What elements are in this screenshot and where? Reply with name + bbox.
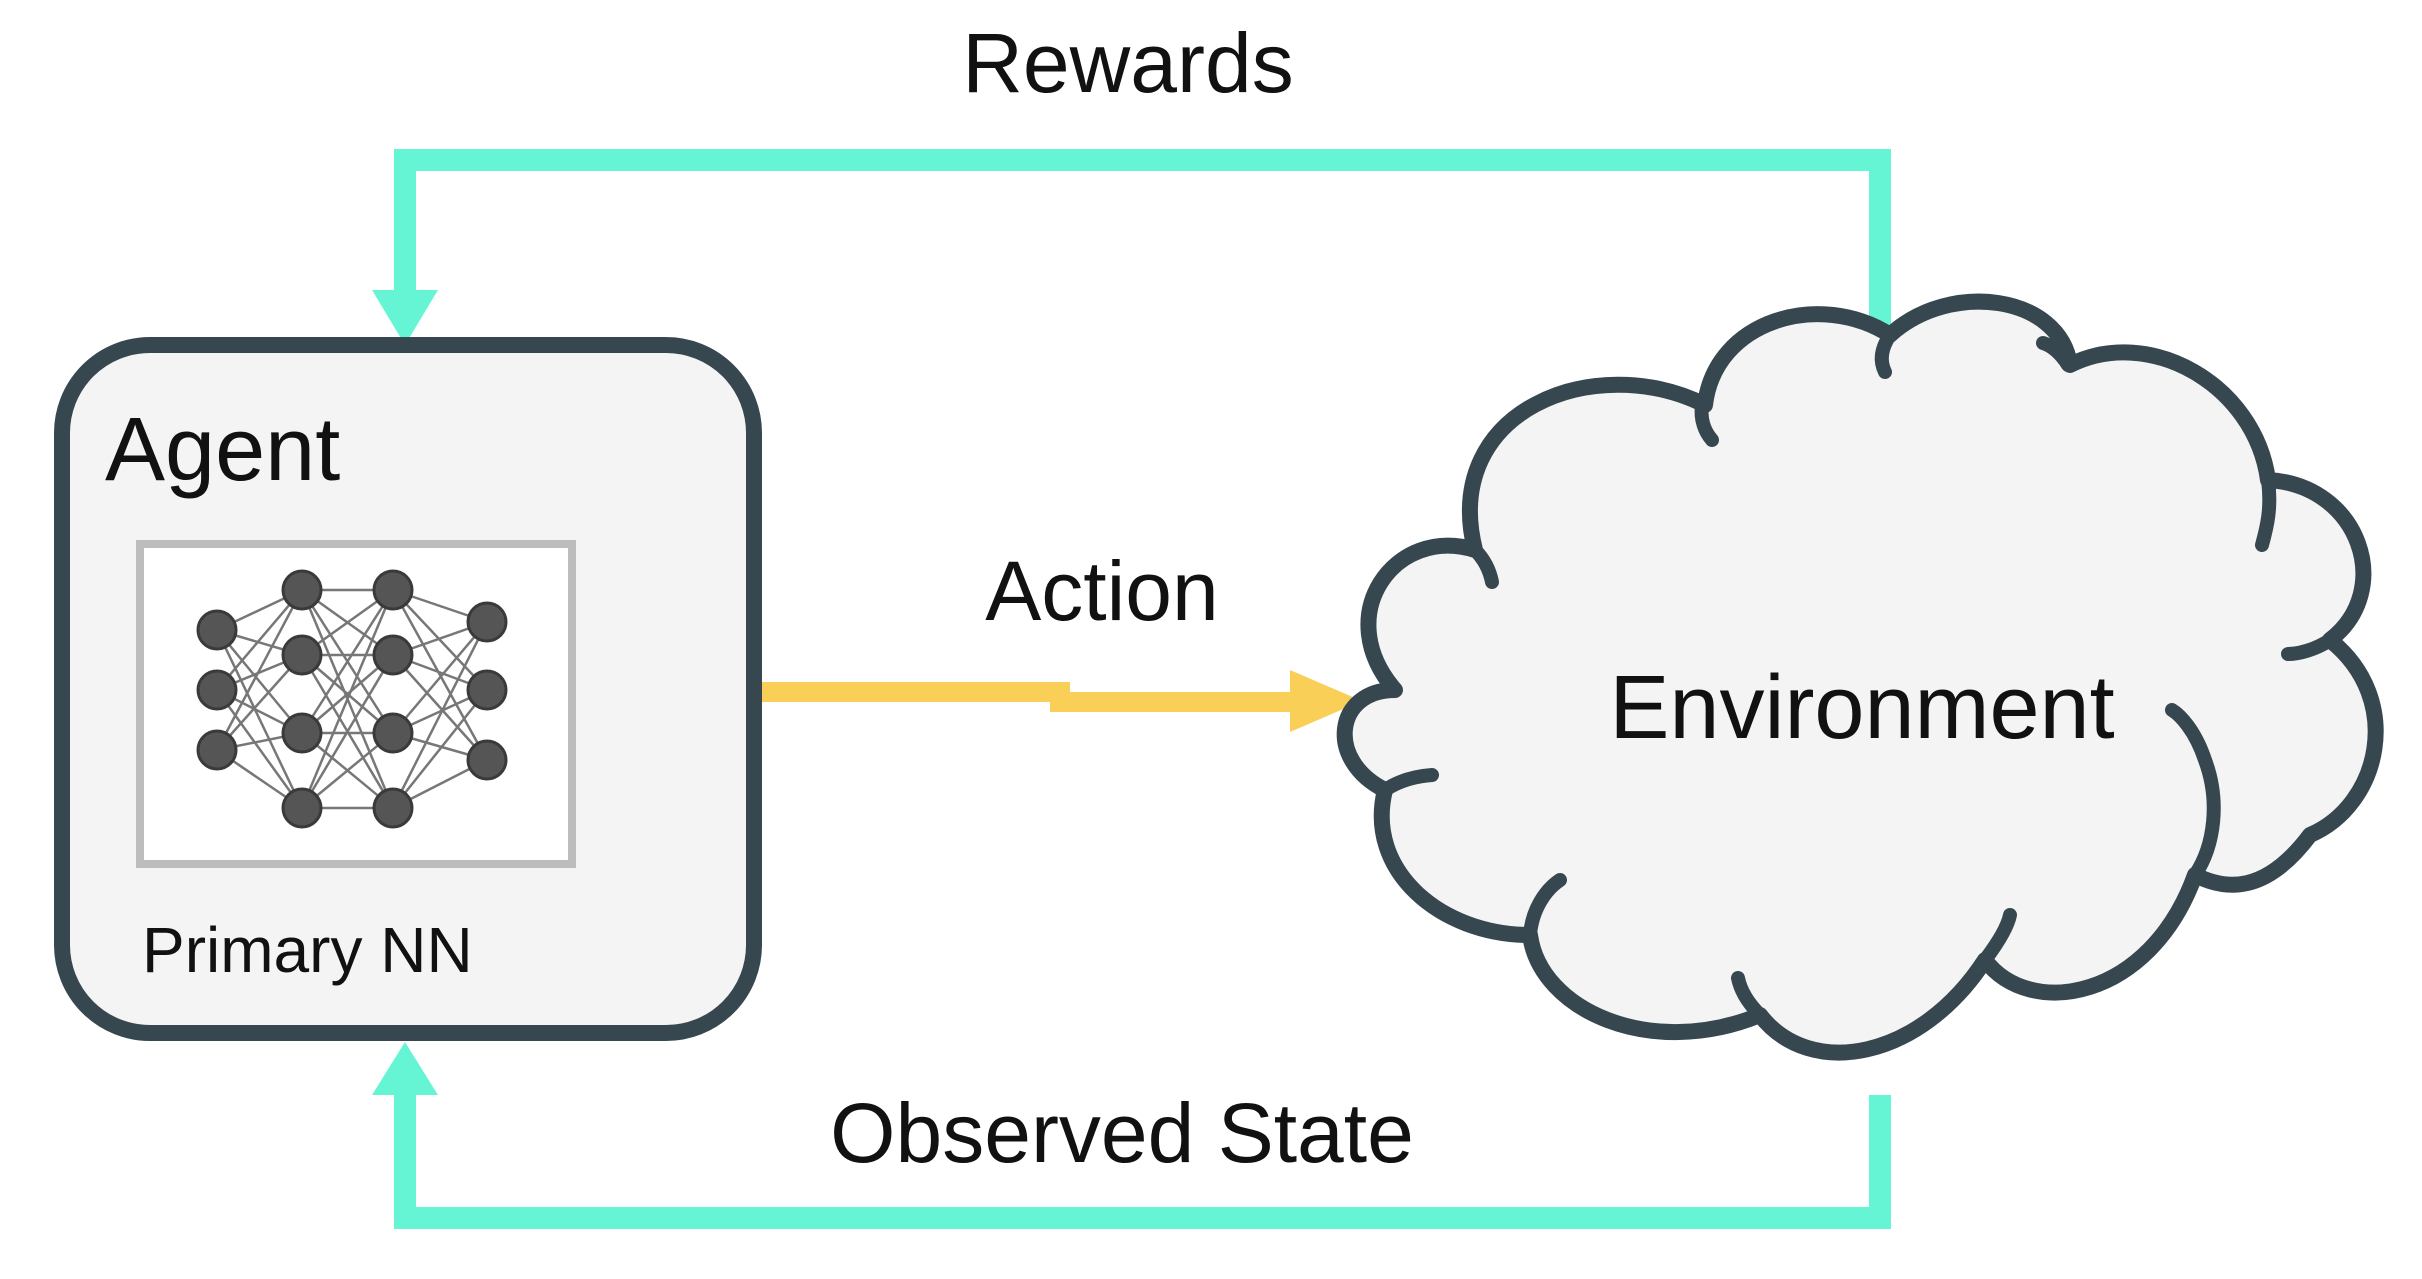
network-node: [281, 712, 323, 754]
network-edge: [392, 621, 488, 734]
environment-cloud-ridges: [1378, 328, 2337, 1022]
network-edge: [300, 654, 395, 809]
network-node: [196, 729, 238, 771]
network-node: [466, 669, 508, 711]
agent-label: Agent: [105, 400, 340, 500]
network-node: [281, 569, 323, 611]
network-edge: [392, 589, 488, 691]
network-edge: [216, 654, 303, 751]
network-edge: [392, 654, 488, 761]
network-edge: [215, 689, 304, 809]
observed-state-arrow-line: [394, 1090, 1891, 1229]
network-node: [196, 669, 238, 711]
network-node: [281, 787, 323, 829]
primary-nn-label: Primary NN: [142, 914, 473, 986]
network-node: [372, 634, 414, 676]
network-node: [466, 601, 508, 643]
observed-state-arrowhead: [372, 1042, 438, 1095]
network-node: [372, 787, 414, 829]
network-edge: [300, 589, 395, 809]
network-edge: [215, 589, 304, 751]
network-node: [372, 569, 414, 611]
environment-label: Environment: [1609, 658, 2114, 758]
network-edge: [392, 689, 488, 809]
network-node: [372, 712, 414, 754]
action-arrowhead: [1290, 670, 1362, 732]
network-edge: [391, 621, 489, 809]
action-arrow-line: [760, 682, 1300, 712]
observed-state-label: Observed State: [830, 1086, 1414, 1180]
rewards-arrow-line: [394, 149, 1891, 340]
network-edge: [216, 589, 303, 691]
rewards-label: Rewards: [962, 16, 1293, 110]
network-node: [196, 609, 238, 651]
network-edge: [391, 589, 489, 761]
action-label: Action: [985, 544, 1218, 638]
network-node: [281, 634, 323, 676]
neural-network-icon: [196, 569, 508, 829]
rewards-arrowhead: [372, 290, 438, 345]
network-edge: [216, 629, 303, 734]
network-edge: [215, 629, 304, 809]
network-edge: [300, 589, 395, 734]
network-node: [466, 739, 508, 781]
